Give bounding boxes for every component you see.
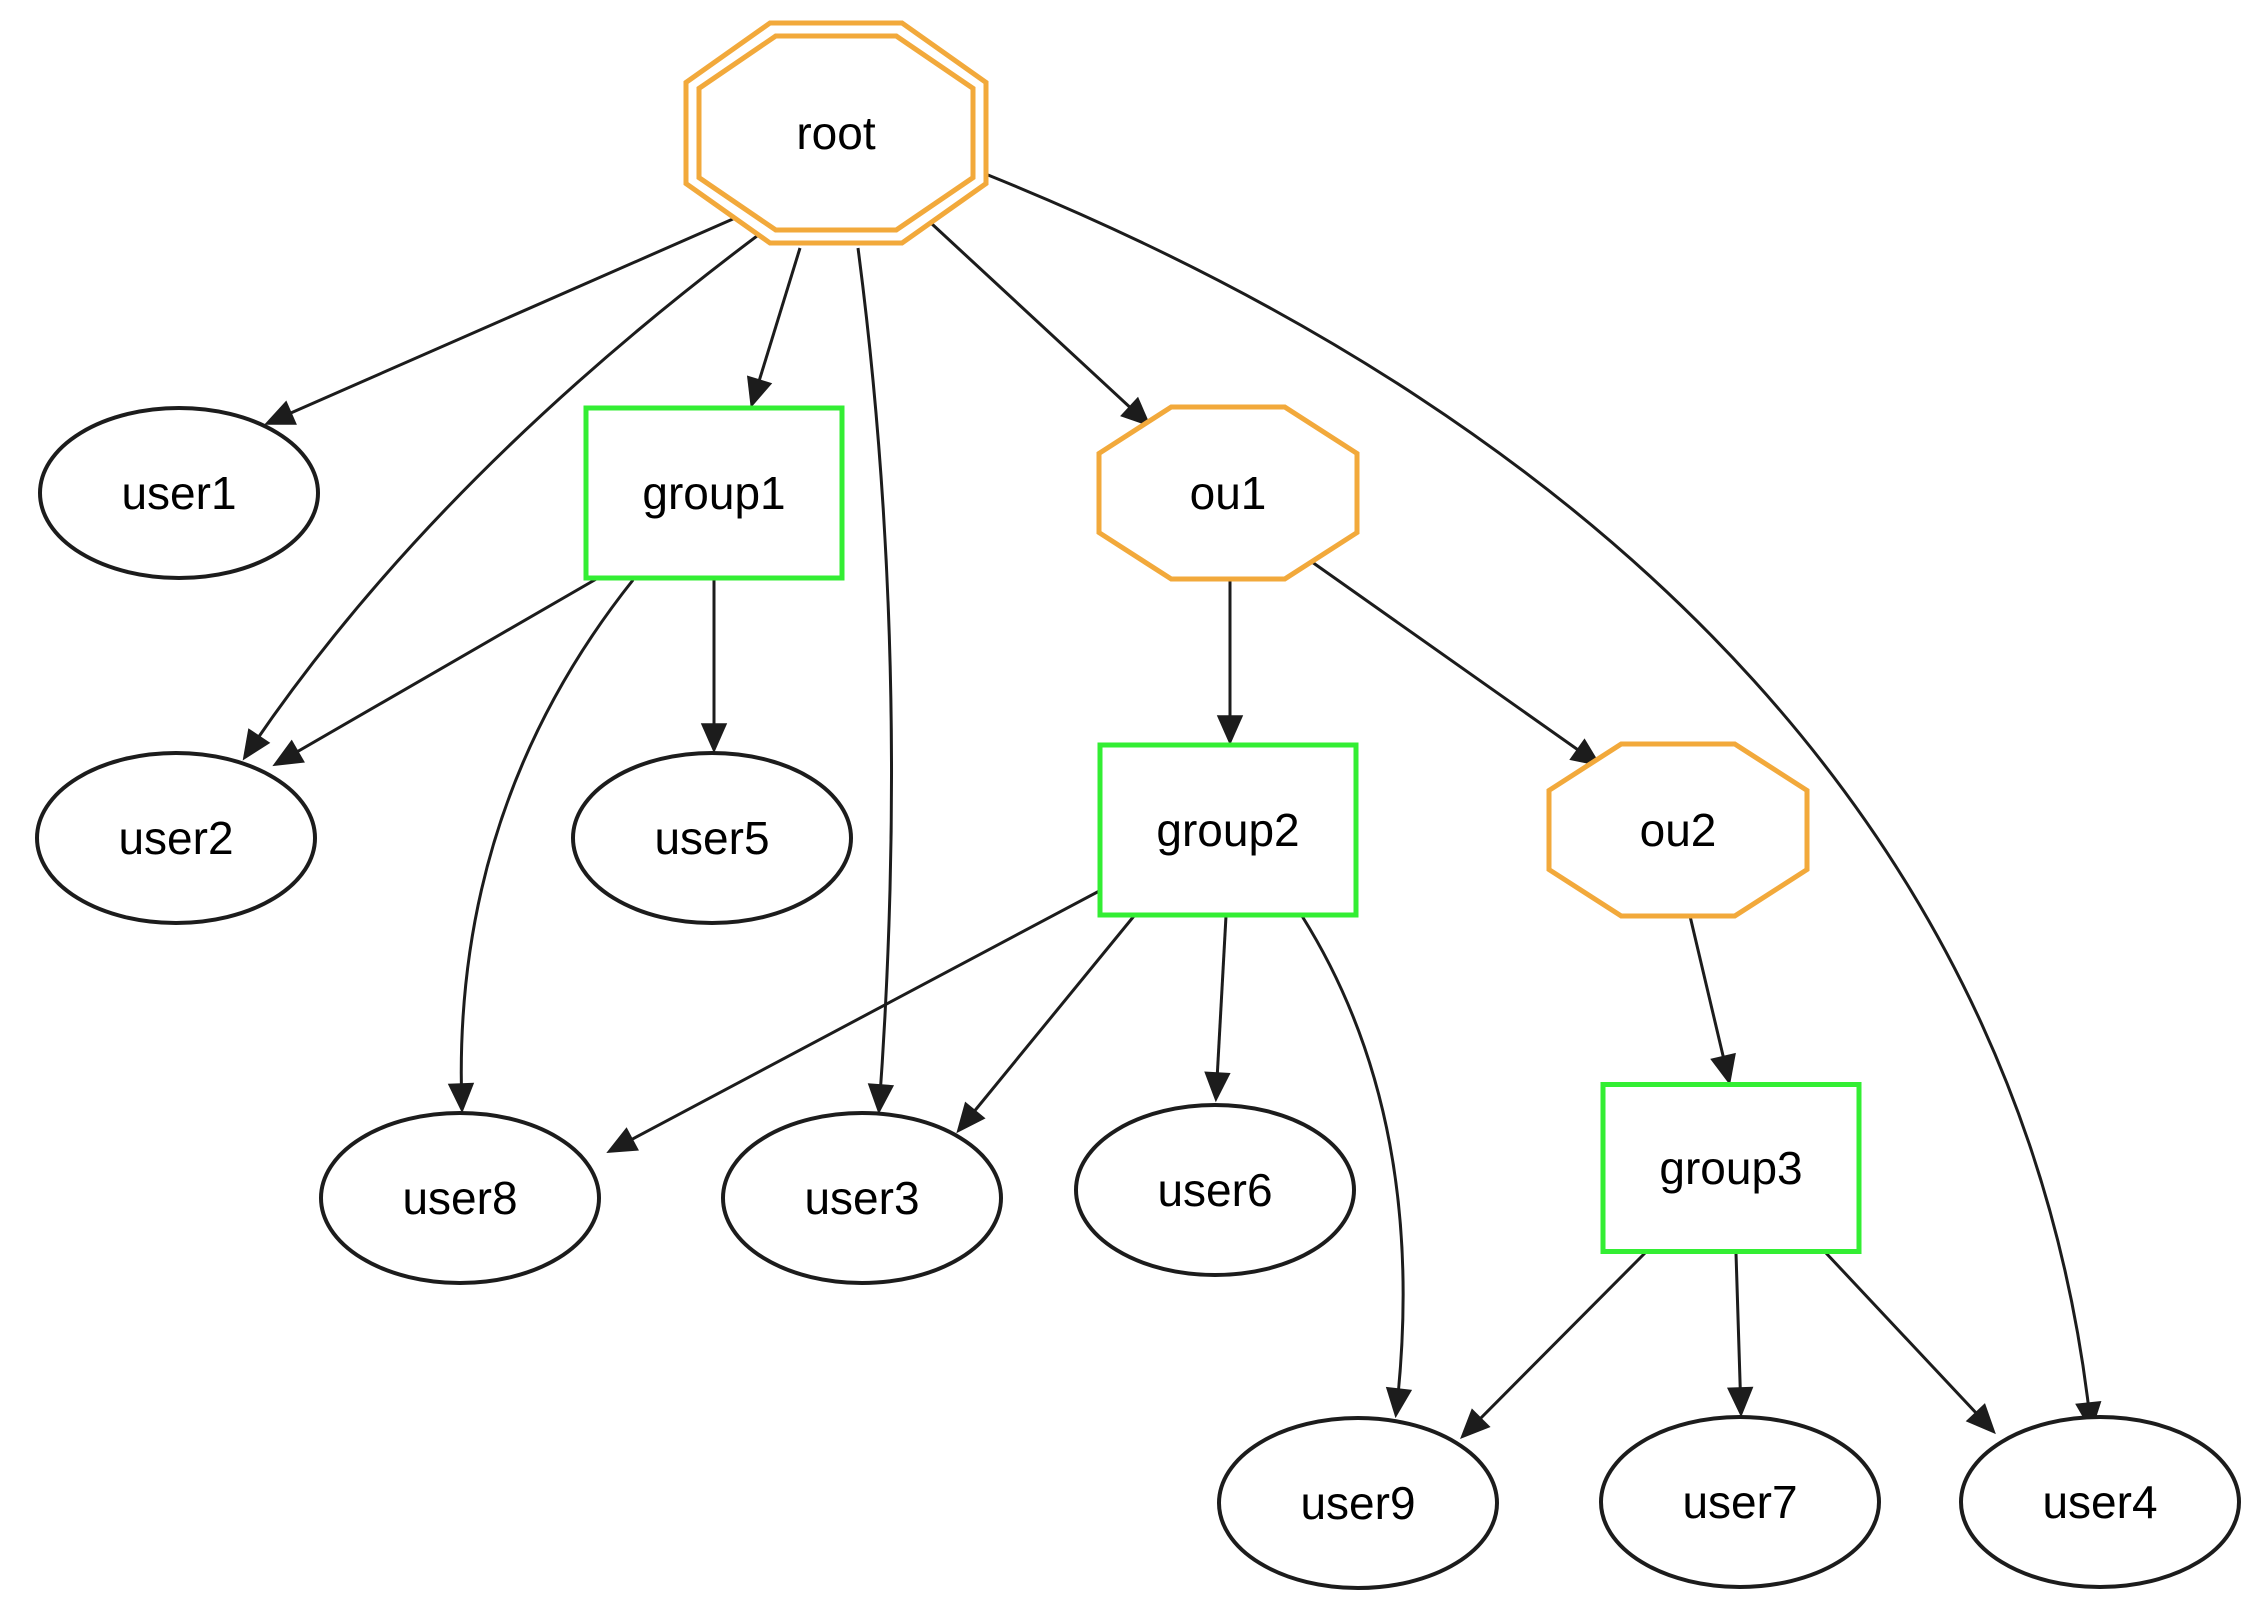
node-label-user1: user1 [121,467,236,519]
node-user8: user8 [319,1111,601,1285]
edge-group2-to-user9 [1300,915,1413,1419]
node-label-user7: user7 [1682,1476,1797,1528]
user-ellipse-shape [35,751,317,925]
edge-root-to-ou1 [930,222,1152,427]
user-ellipse-shape [1217,1416,1499,1590]
edge-ou2-to-group3 [1688,915,1736,1086]
node-label-group2: group2 [1156,804,1299,856]
node-user1: user1 [38,406,320,580]
node-label-user5: user5 [654,812,769,864]
node-label-user3: user3 [804,1172,919,1224]
user-ellipse-shape [571,751,853,925]
node-label-user8: user8 [402,1172,517,1224]
node-label-user6: user6 [1157,1164,1272,1216]
node-label-group3: group3 [1659,1142,1802,1194]
edge-root-to-group1 [746,247,802,409]
user-ellipse-shape [319,1111,601,1285]
edge-group2-to-user6 [1204,915,1231,1103]
group-box-shape [583,405,845,581]
node-label-user2: user2 [118,812,233,864]
node-user3: user3 [721,1111,1003,1285]
node-label-group1: group1 [642,467,785,519]
node-label-root: root [796,107,875,159]
node-layer: root user1 group1 ou1 user2 user5 group2 ou2 use… [35,20,2241,1590]
node-label-ou2: ou2 [1640,804,1717,856]
edge-group3-to-user9 [1460,1251,1647,1439]
node-group1: group1 [583,405,845,581]
node-root: root [683,20,989,246]
user-ellipse-shape [1599,1415,1881,1589]
root-octagon-outer-shape [683,20,989,246]
node-user4: user4 [1959,1415,2241,1589]
edge-group1-to-user8 [447,579,635,1114]
edge-group3-to-user4 [1824,1251,1996,1435]
edge-root-to-user2 [242,228,766,761]
node-label-ou1: ou1 [1190,467,1267,519]
edge-group2-to-user8 [606,887,1104,1153]
user-ellipse-shape [38,406,320,580]
edge-group3-to-user7 [1727,1252,1754,1418]
edge-ou1-to-ou2 [1311,560,1602,767]
node-ou2: ou2 [1546,741,1810,919]
node-label-user4: user4 [2042,1476,2157,1528]
edge-root-to-user1 [264,213,743,425]
edge-root-to-user4 [987,173,2102,1433]
edge-root-to-user3 [856,247,895,1115]
edge-group1-to-user2 [272,576,599,767]
node-user7: user7 [1599,1415,1881,1589]
node-user5: user5 [571,751,853,925]
node-user9: user9 [1217,1416,1499,1590]
node-group2: group2 [1097,742,1359,918]
group-box-shape [1097,742,1359,918]
root-octagon-inner-shape [696,33,976,233]
edge-group2-to-user3 [956,915,1136,1134]
node-label-user9: user9 [1300,1477,1415,1529]
node-user6: user6 [1074,1103,1356,1277]
node-group3: group3 [1600,1082,1862,1254]
user-ellipse-shape [721,1111,1003,1285]
node-user2: user2 [35,751,317,925]
edge-layer [242,173,2102,1439]
user-ellipse-shape [1959,1415,2241,1589]
ou-octagon-shape [1546,741,1810,919]
group-box-shape [1600,1082,1862,1254]
ou-octagon-shape [1096,404,1360,582]
node-ou1: ou1 [1096,404,1360,582]
user-ellipse-shape [1074,1103,1356,1277]
